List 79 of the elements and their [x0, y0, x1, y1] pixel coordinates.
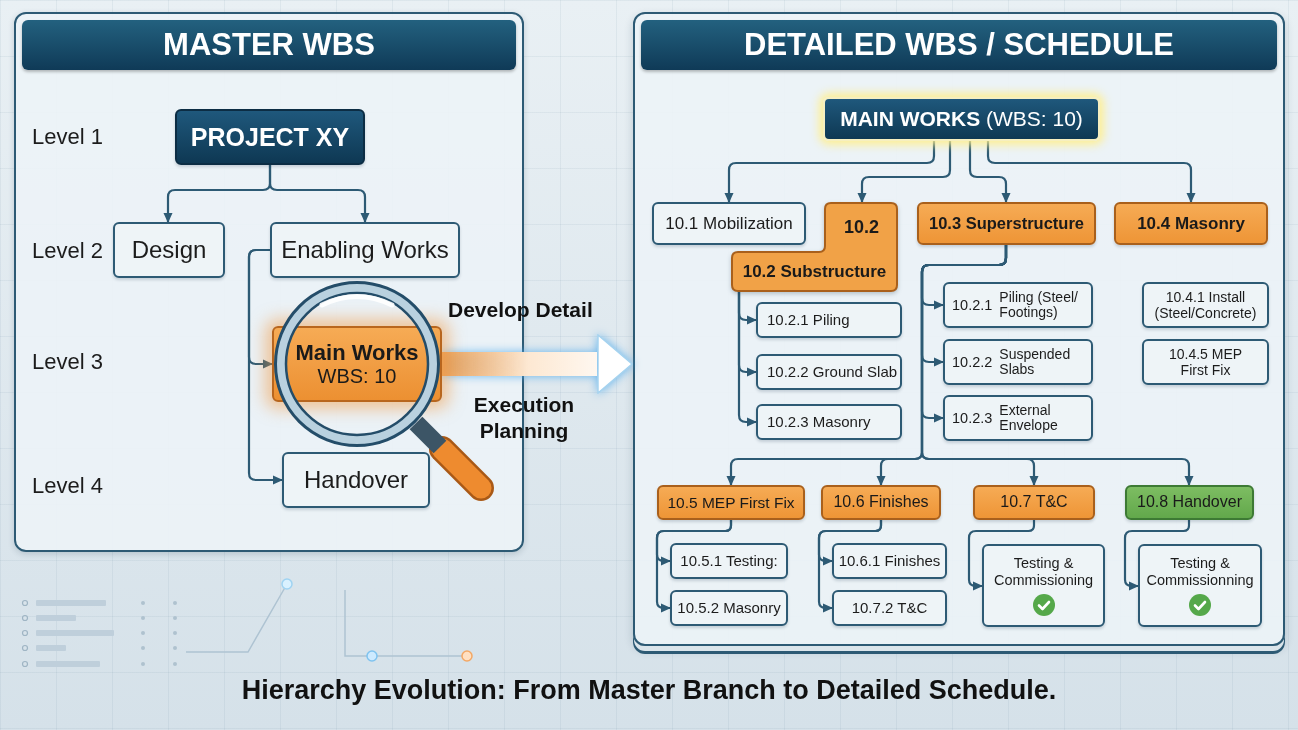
- node-label: Testing & Commissionning: [1145, 555, 1255, 589]
- node-label: Testing & Commissioning: [992, 555, 1095, 589]
- process-box: [670, 590, 788, 626]
- node-label: 10.3 Superstructure: [929, 214, 1084, 233]
- connector-arrow: [1123, 520, 1191, 591]
- node-label: MAIN WORKS (WBS: 10): [840, 106, 1083, 132]
- node-label: Main Works: [295, 340, 419, 365]
- wbs-code: 10.2.2: [952, 353, 993, 371]
- process-box: [670, 543, 788, 579]
- process-box: [832, 590, 947, 626]
- node-label: External Envelope: [999, 402, 1059, 434]
- level-label: Level 4: [32, 473, 103, 499]
- process-box: [756, 354, 902, 390]
- process-box: [823, 97, 1100, 141]
- node-label: Handover: [303, 466, 409, 494]
- node-label: Piling (Steel/ Footings): [999, 289, 1079, 321]
- process-box: [1125, 485, 1254, 520]
- process-box: [1142, 282, 1269, 328]
- connector-arrow: [655, 520, 733, 613]
- node-label: 10.8 Handover: [1137, 493, 1242, 512]
- process-box: [943, 282, 1093, 328]
- connector-arrow: [968, 141, 1011, 203]
- connector-arrow: [857, 141, 952, 203]
- node-label: 10.7.2 T&C: [851, 599, 928, 617]
- process-box: [821, 485, 941, 520]
- connector-arrow: [920, 245, 1194, 486]
- node-label: 10.5.2 Masonry: [677, 599, 781, 617]
- node-label: Enabling Works: [281, 236, 449, 264]
- node-label: PROJECT XY: [190, 122, 350, 152]
- node-label: Suspended Slabs: [999, 346, 1072, 378]
- process-box: [832, 543, 947, 579]
- process-box: [943, 395, 1093, 441]
- process-box: [113, 222, 225, 278]
- node-label: 10.4.5 MEP First Fix: [1167, 345, 1244, 379]
- large-arrow: [442, 334, 633, 394]
- node-label: 10.1 Mobilization: [665, 213, 793, 234]
- connector-arrow: [724, 141, 936, 203]
- process-box: [756, 404, 902, 440]
- connector-arrow: [737, 292, 757, 427]
- process-box: [652, 202, 806, 245]
- caption: Hierarchy Evolution: From Master Branch to Detailed Schedule.: [241, 675, 1057, 705]
- node-label: 10.4 Masonry: [1137, 213, 1245, 234]
- process-box: [943, 339, 1093, 385]
- connector-arrow: [247, 248, 283, 485]
- node-label: 10.4.1 Install (Steel/Concrete): [1153, 288, 1258, 322]
- process-box: [756, 302, 902, 338]
- process-box: [1114, 202, 1268, 245]
- node-label: 10.5.1 Testing:: [680, 552, 778, 570]
- panel-title: MASTER WBS: [163, 27, 375, 63]
- process-box: [982, 544, 1105, 627]
- level-label: Level 3: [32, 349, 103, 375]
- connector-arrow: [967, 520, 1036, 591]
- node-label: 10.2.2 Ground Slab: [767, 363, 898, 381]
- connector-arrow: [817, 520, 883, 613]
- connector-arrow: [986, 141, 1196, 203]
- node-label: 10.6.1 Finishes: [838, 552, 941, 570]
- process-box: [270, 222, 460, 278]
- node-label: 10.2: [843, 216, 879, 238]
- node-label: WBS: 10: [317, 365, 397, 388]
- wbs-code: 10.2.1: [952, 296, 993, 314]
- panel-title: DETAILED WBS / SCHEDULE: [744, 27, 1174, 63]
- process-box: [657, 485, 805, 520]
- level-label: Level 2: [32, 238, 103, 264]
- node-label: 10.7 T&C: [1000, 493, 1068, 512]
- node-label: 10.2 Substructure: [742, 262, 887, 282]
- process-box: [917, 202, 1096, 245]
- process-box: [1138, 544, 1262, 627]
- node-label: 10.2.1 Piling: [767, 311, 850, 329]
- node-label: 10.5 MEP First Fix: [667, 493, 795, 512]
- process-box: [175, 109, 365, 165]
- process-box: [973, 485, 1095, 520]
- wbs-code: 10.2.3: [952, 409, 993, 427]
- process-box: [282, 452, 430, 508]
- level-label: Level 1: [32, 124, 103, 150]
- node-label: Design: [131, 236, 207, 264]
- connector-arrow: [268, 165, 370, 223]
- node-label: 10.6 Finishes: [833, 493, 929, 512]
- node-label: 10.2.3 Masonry: [767, 413, 871, 431]
- process-box: [1142, 339, 1269, 385]
